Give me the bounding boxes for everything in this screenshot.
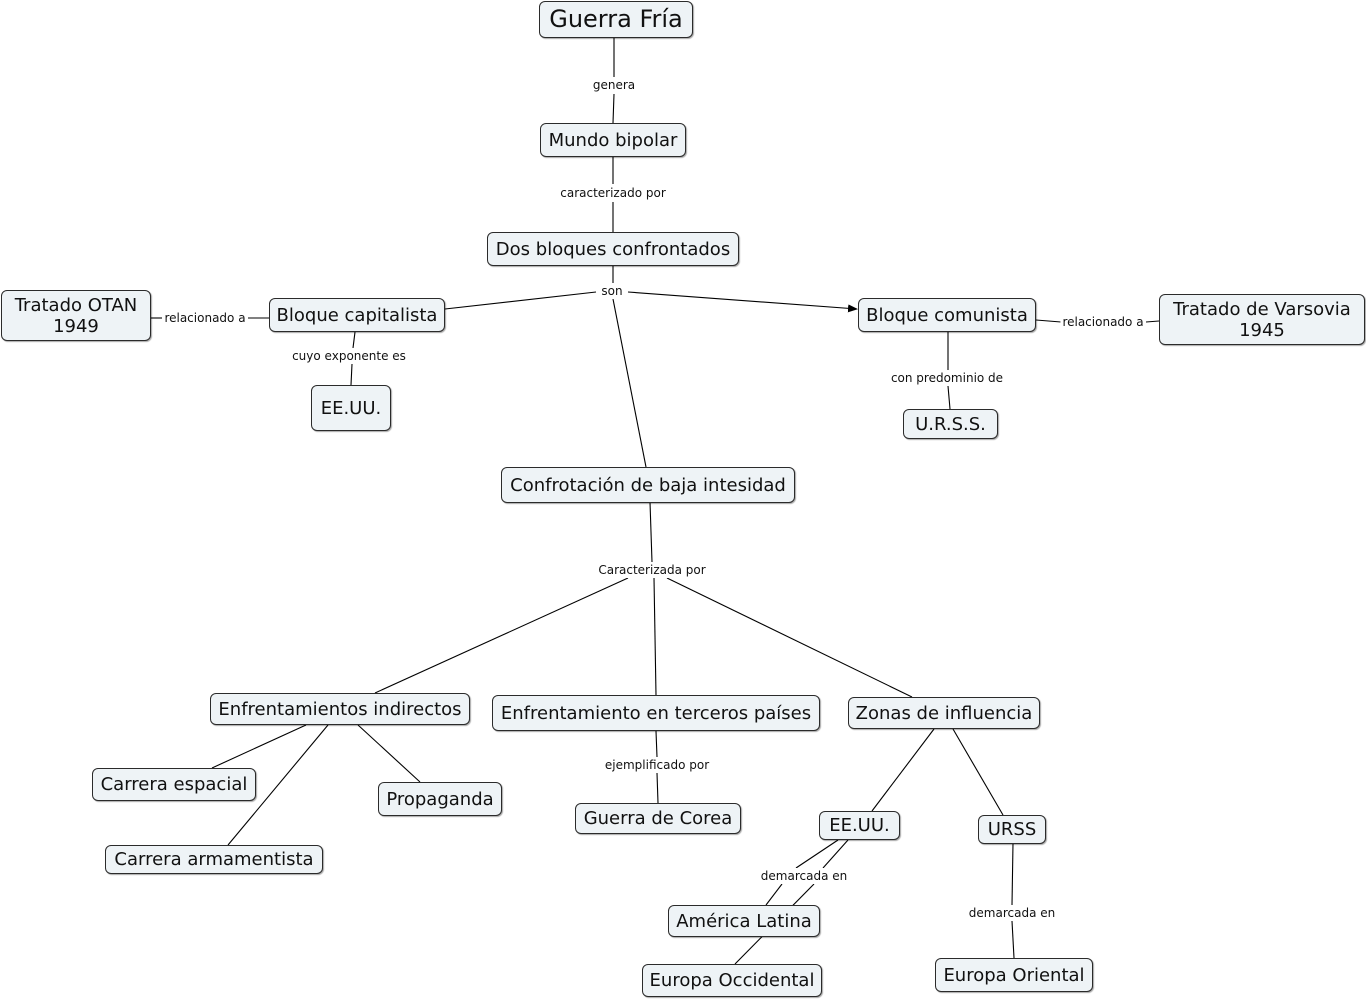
link-line xyxy=(952,728,1004,816)
link-line xyxy=(1011,842,1014,906)
concept-carrera-armamentista[interactable]: Carrera armamentista xyxy=(105,845,323,874)
concept-eeuu-capitalista[interactable]: EE.UU. xyxy=(311,385,391,431)
link-label-genera: genera xyxy=(590,77,638,93)
concept-bloque-capitalista[interactable]: Bloque capitalista xyxy=(269,298,445,332)
link-line xyxy=(656,772,659,804)
link-line xyxy=(1035,319,1062,323)
concept-confrontacion-baja-intensidad[interactable]: Confrotación de baja intesidad xyxy=(501,467,795,503)
link-line xyxy=(822,839,849,869)
link-line xyxy=(666,577,913,698)
link-label-caracterizada-por: Caracterizada por xyxy=(596,562,708,578)
link-line xyxy=(795,839,839,869)
link-line xyxy=(655,730,658,758)
link-line xyxy=(357,724,421,783)
link-label-con-predominio-de: con predominio de xyxy=(888,370,1006,386)
concept-mundo-bipolar[interactable]: Mundo bipolar xyxy=(540,123,686,157)
concept-propaganda[interactable]: Propaganda xyxy=(378,782,502,816)
concept-europa-occidental[interactable]: Europa Occidental xyxy=(642,964,822,997)
link-label-ejemplificado-por: ejemplificado por xyxy=(602,757,712,773)
concept-enfrentamiento-terceros-paises[interactable]: Enfrentamiento en terceros países xyxy=(492,695,820,731)
link-line xyxy=(1145,320,1160,323)
link-label-caracterizado-por: caracterizado por xyxy=(558,185,668,201)
concept-tratado-varsovia[interactable]: Tratado de Varsovia 1945 xyxy=(1159,294,1365,345)
link-label-demarcada-en-eeuu: demarcada en xyxy=(758,868,850,884)
link-line xyxy=(211,724,307,769)
link-line xyxy=(1011,920,1015,959)
concept-america-latina[interactable]: América Latina xyxy=(668,905,820,937)
link-label-relacionado-a-varsovia: relacionado a xyxy=(1060,314,1146,330)
link-line xyxy=(374,577,629,694)
link-line xyxy=(350,363,353,386)
link-line xyxy=(765,883,783,906)
concept-enfrentamientos-indirectos[interactable]: Enfrentamientos indirectos xyxy=(210,693,470,725)
concept-guerra-corea[interactable]: Guerra de Corea xyxy=(575,803,741,834)
link-line xyxy=(653,577,657,696)
link-label-cuyo-exponente-es: cuyo exponente es xyxy=(290,348,408,364)
link-line xyxy=(227,724,329,846)
link-line xyxy=(871,728,935,812)
concept-eeuu-zona[interactable]: EE.UU. xyxy=(819,811,900,840)
concept-dos-bloques-confrontados[interactable]: Dos bloques confrontados xyxy=(487,232,739,266)
link-label-son: son xyxy=(599,283,625,299)
link-label-demarcada-en-urss: demarcada en xyxy=(966,905,1058,921)
link-line xyxy=(627,291,858,313)
concept-guerra-fria[interactable]: Guerra Fría xyxy=(539,1,693,38)
concept-carrera-espacial[interactable]: Carrera espacial xyxy=(92,768,256,801)
link-line xyxy=(947,385,951,410)
link-line xyxy=(649,501,653,563)
concept-zonas-influencia[interactable]: Zonas de influencia xyxy=(848,697,1040,729)
link-line xyxy=(612,93,615,124)
link-line xyxy=(352,331,356,349)
link-line xyxy=(612,298,647,468)
concept-europa-oriental[interactable]: Europa Oriental xyxy=(935,958,1093,992)
concept-bloque-comunista[interactable]: Bloque comunista xyxy=(858,298,1036,332)
concept-urss-comunista[interactable]: U.R.S.S. xyxy=(903,409,998,439)
link-line xyxy=(444,291,597,310)
concept-urss-zona[interactable]: URSS xyxy=(978,815,1046,844)
link-label-relacionado-a-otan: relacionado a xyxy=(162,310,248,326)
concept-tratado-otan[interactable]: Tratado OTAN 1949 xyxy=(1,290,151,341)
